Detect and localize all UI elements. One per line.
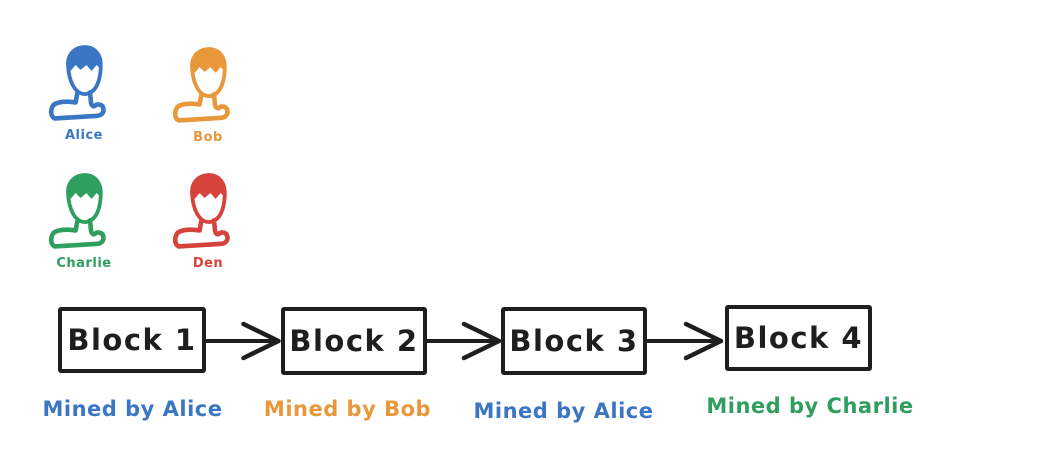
mined-by-caption-3: Mined by Alice (473, 399, 654, 423)
mined-by-caption-4: Mined by Charlie (706, 394, 914, 418)
miner-name-label: Alice (65, 128, 103, 143)
person-icon (42, 170, 126, 254)
block-label: Block 4 (733, 321, 864, 355)
miner-charlie: Charlie (40, 170, 128, 271)
mined-by-caption-1: Mined by Alice (42, 397, 223, 421)
arrow-right-icon (424, 319, 504, 363)
arrow-right-icon (644, 319, 728, 363)
arrow-right-icon (203, 319, 284, 363)
block-label: Block 2 (289, 324, 419, 358)
miner-alice: Alice (40, 42, 128, 143)
block-label: Block 1 (67, 323, 197, 357)
person-icon (166, 170, 250, 254)
block-3: Block 3 (501, 307, 647, 375)
miner-den: Den (164, 170, 252, 271)
mined-by-caption-2: Mined by Bob (263, 397, 432, 421)
block-2: Block 2 (281, 307, 427, 375)
miner-name-label: Charlie (56, 256, 112, 271)
person-icon (166, 44, 250, 128)
block-label: Block 3 (509, 324, 639, 358)
block-4: Block 4 (725, 305, 872, 371)
person-icon (42, 42, 126, 126)
miner-name-label: Bob (193, 130, 223, 145)
block-1: Block 1 (58, 307, 206, 373)
miner-bob: Bob (164, 44, 252, 145)
miner-name-label: Den (192, 256, 224, 271)
